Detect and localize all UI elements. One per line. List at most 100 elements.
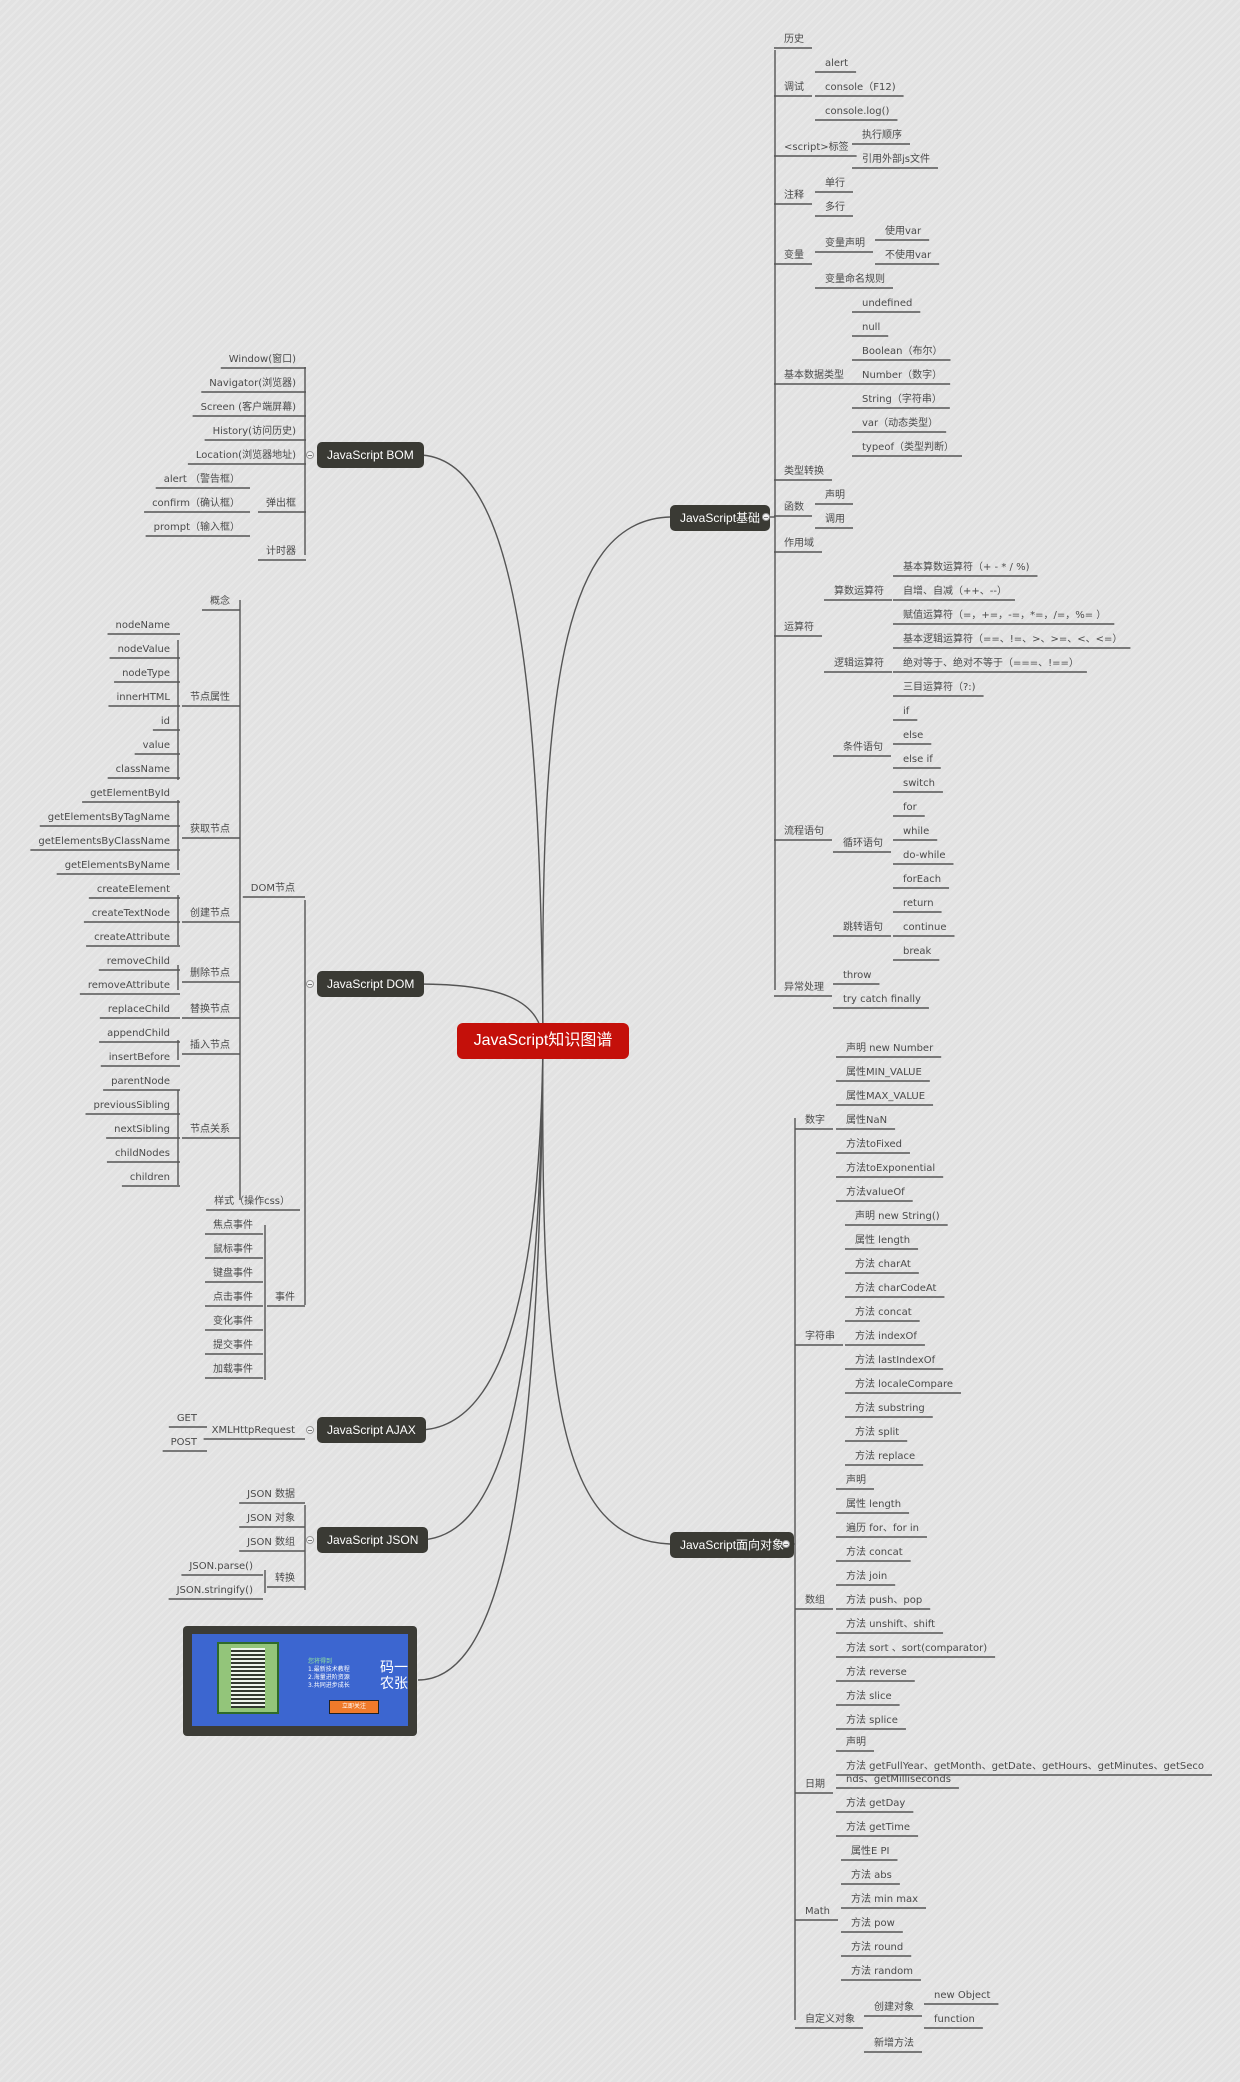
leaf[interactable]: 引用外部js文件 [862,154,930,165]
node-comments[interactable]: 注释 [784,190,804,201]
leaf[interactable]: className [115,764,170,775]
leaf[interactable]: 属性NaN [846,1115,888,1126]
leaf[interactable]: 声明 [825,490,845,501]
leaf[interactable]: 方法 push、pop [846,1595,923,1606]
leaf[interactable]: 方法 concat [855,1307,912,1318]
leaf[interactable]: else [903,730,924,741]
leaf[interactable]: getElementById [90,788,170,799]
leaf[interactable]: 不使用var [885,250,932,261]
node-insert[interactable]: 插入节点 [190,1040,230,1051]
node-relations[interactable]: 节点关系 [190,1124,230,1135]
leaf[interactable]: 方法 reverse [846,1667,907,1678]
leaf[interactable]: 方法 split [855,1427,900,1438]
node-cond[interactable]: 条件语句 [843,742,883,753]
leaf[interactable]: JSON 对象 [247,1513,295,1524]
leaf[interactable]: String（字符串） [862,394,942,405]
node-events[interactable]: 事件 [275,1292,295,1303]
leaf[interactable]: GET [176,1413,197,1424]
node-number[interactable]: 数字 [805,1115,825,1126]
leaf[interactable]: 绝对等于、绝对不等于（===、!==） [903,658,1079,669]
leaf[interactable]: else if [903,754,933,765]
leaf[interactable]: 方法 random [851,1966,913,1977]
node-operators[interactable]: 运算符 [784,622,814,633]
leaf[interactable]: 方法 getDay [846,1798,906,1809]
node-loop[interactable]: 循环语句 [843,838,883,849]
leaf[interactable]: 单行 [825,178,845,189]
leaf[interactable]: 变量命名规则 [825,274,885,285]
branch-json[interactable]: JavaScript JSON [317,1527,429,1553]
leaf[interactable]: nextSibling [114,1124,170,1135]
leaf[interactable]: break [903,946,932,957]
leaf[interactable]: confirm（确认框） [152,498,240,509]
leaf[interactable]: throw [843,970,872,981]
leaf[interactable]: 点击事件 [213,1292,253,1303]
leaf[interactable]: 声明 [846,1737,866,1748]
leaf[interactable]: 方法 getFullYear、getMonth、getDate、getHours… [846,1761,1204,1772]
branch-ajax[interactable]: JavaScript AJAX [317,1417,426,1443]
node-var-declare[interactable]: 变量声明 [825,238,865,249]
node-exceptions[interactable]: 异常处理 [784,982,824,993]
leaf[interactable]: 提交事件 [213,1340,253,1351]
leaf[interactable]: Screen (客户端屏幕) [200,402,296,413]
leaf[interactable]: JSON.stringify() [176,1585,253,1596]
node-string[interactable]: 字符串 [805,1331,835,1342]
node-variables[interactable]: 变量 [784,250,804,261]
leaf[interactable]: typeof（类型判断） [862,442,954,453]
node-props[interactable]: 节点属性 [190,692,230,703]
leaf[interactable]: 方法 substring [855,1403,925,1414]
node-array[interactable]: 数组 [805,1595,825,1606]
leaf[interactable]: getElementsByClassName [38,836,170,847]
leaf[interactable]: 多行 [825,202,845,213]
leaf[interactable]: 方法valueOf [846,1187,905,1198]
leaf[interactable]: 方法 lastIndexOf [855,1355,936,1366]
leaf[interactable]: 使用var [885,226,922,237]
leaf[interactable]: childNodes [114,1148,170,1159]
node-xhr[interactable]: XMLHttpRequest [211,1425,295,1436]
collapse-json-icon[interactable] [306,1536,314,1544]
node-history[interactable]: 历史 [784,34,804,45]
node-scope[interactable]: 作用域 [784,538,814,549]
leaf[interactable]: nodeType [122,668,170,679]
node-get[interactable]: 获取节点 [190,824,230,835]
leaf[interactable]: removeChild [106,956,170,967]
leaf[interactable]: 方法 unshift、shift [846,1619,936,1630]
leaf[interactable]: 方法 abs [851,1870,892,1881]
leaf[interactable]: createAttribute [94,932,170,943]
leaf[interactable]: 基本逻辑运算符（==、!=、>、>=、<、<=） [903,634,1123,645]
collapse-basics-icon[interactable] [762,513,770,521]
leaf[interactable]: 变化事件 [213,1316,253,1327]
leaf[interactable]: 属性MAX_VALUE [846,1091,926,1102]
leaf[interactable]: 方法 charAt [855,1259,911,1270]
node-conversion[interactable]: 类型转换 [784,466,824,477]
leaf[interactable]: 方法 pow [851,1918,895,1929]
leaf[interactable]: console（F12) [825,82,896,93]
node-functions[interactable]: 函数 [784,502,804,513]
leaf[interactable]: 焦点事件 [213,1220,253,1231]
node-timer[interactable]: 计时器 [266,546,296,557]
leaf[interactable]: if [903,706,910,717]
node-jump[interactable]: 跳转语句 [843,922,883,933]
leaf[interactable]: appendChild [107,1028,170,1039]
leaf[interactable]: 调用 [825,514,845,525]
leaf[interactable]: do-while [903,850,946,861]
leaf[interactable]: 方法 replace [855,1451,916,1462]
leaf[interactable]: children [129,1172,170,1183]
leaf[interactable]: 方法 localeCompare [855,1379,953,1390]
leaf[interactable]: forEach [903,874,942,885]
leaf[interactable]: 加载事件 [213,1364,253,1375]
leaf[interactable]: 方法 concat [846,1547,903,1558]
leaf[interactable]: id [160,716,170,727]
leaf[interactable]: 方法toExponential [846,1163,936,1174]
leaf[interactable]: insertBefore [108,1052,170,1063]
leaf[interactable]: console.log() [825,106,890,117]
collapse-ajax-icon[interactable] [306,1426,314,1434]
leaf[interactable]: POST [170,1437,197,1448]
leaf[interactable]: 方法 sort 、sort(comparator) [846,1643,988,1654]
collapse-dom-icon[interactable] [306,980,314,988]
leaf[interactable]: 遍历 for、for in [846,1523,919,1534]
node-create[interactable]: 创建节点 [190,908,230,919]
leaf[interactable]: 属性MIN_VALUE [846,1067,922,1078]
node-flow[interactable]: 流程语句 [784,826,824,837]
collapse-bom-icon[interactable] [306,451,314,459]
leaf[interactable]: 方法 getTime [846,1822,911,1833]
